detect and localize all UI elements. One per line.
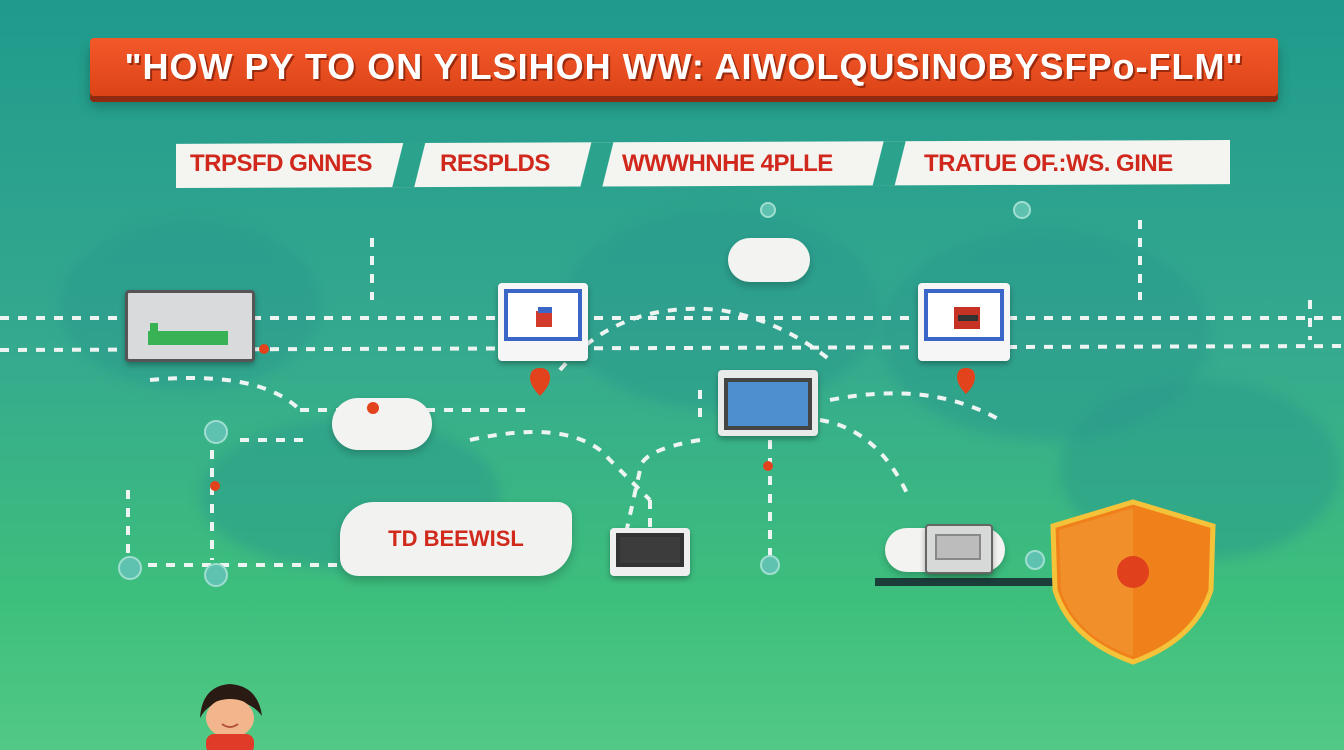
- monitor-icon: [925, 524, 993, 574]
- laptop-screen: [504, 289, 582, 341]
- title-banner: "HOW PY TO ON YILSIHOH WW: AIWOLQUSINOBY…: [90, 38, 1278, 96]
- callout-label: TD BEEWISL: [388, 526, 524, 551]
- shield-core: [1117, 556, 1149, 588]
- junction-dot: [1013, 201, 1031, 219]
- connector-line: [819, 418, 912, 501]
- connector-line: [829, 391, 1001, 422]
- shield-highlight: [1059, 508, 1133, 656]
- screen-graphic-dark: [958, 315, 978, 321]
- person-face: [206, 698, 254, 738]
- cloud-icon: [728, 238, 810, 282]
- category-label-3: WWWHNHE 4PLLE: [622, 150, 833, 177]
- red-node-dot: [259, 344, 269, 354]
- category-label-4: TRATUE OF.:WS. GINE: [924, 150, 1173, 177]
- laptop-icon: [718, 370, 818, 436]
- platform-bar: [875, 578, 1065, 586]
- red-node-dot: [210, 481, 220, 491]
- laptop-screen: [924, 289, 1004, 341]
- cloud-icon: [332, 398, 432, 450]
- connector-line: [469, 430, 652, 502]
- shield-icon: [1050, 499, 1216, 665]
- junction-dot: [760, 555, 780, 575]
- category-label-2: RESPLDS: [440, 150, 550, 177]
- screen-graphic-blue: [538, 307, 552, 313]
- laptop-screen: [616, 533, 684, 567]
- monitor-icon: [125, 290, 255, 362]
- junction-dot: [1025, 550, 1045, 570]
- location-pin-icon: [530, 368, 550, 396]
- connector-line: [149, 376, 302, 412]
- junction-dot: [118, 556, 142, 580]
- connector-line: [558, 306, 832, 372]
- junction-dots: [118, 201, 1045, 587]
- monitor-screen-bar: [148, 331, 228, 345]
- category-strip: TRPSFD GNNES RESPLDS WWWHNHE 4PLLE TRATU…: [176, 140, 1230, 188]
- junction-dot: [204, 563, 228, 587]
- person-hair: [200, 684, 262, 718]
- location-pin-icons: [210, 344, 975, 491]
- cloud-node-dot: [367, 402, 379, 414]
- person-shirt: [206, 734, 254, 750]
- banner-title: "HOW PY TO ON YILSIHOH WW: AIWOLQUSINOBY…: [124, 46, 1244, 87]
- junction-dot: [204, 420, 228, 444]
- junction-dot: [760, 202, 776, 218]
- laptop-screen: [724, 378, 812, 430]
- person-illustration: [200, 684, 262, 750]
- laptop-icon: [610, 528, 690, 576]
- red-node-dot: [763, 461, 773, 471]
- monitor-screen-spike: [150, 323, 158, 333]
- callout-bubble: TD BEEWISL: [340, 502, 572, 576]
- screen-graphic-red: [536, 311, 552, 327]
- laptop-icon: [918, 283, 1010, 361]
- location-pin-icon: [957, 368, 975, 394]
- person-mouth: [221, 723, 239, 728]
- person-fringe: [204, 692, 256, 708]
- laptop-icon: [498, 283, 588, 361]
- monitor-screen-content: [935, 534, 981, 560]
- category-label-1: TRPSFD GNNES: [190, 150, 373, 177]
